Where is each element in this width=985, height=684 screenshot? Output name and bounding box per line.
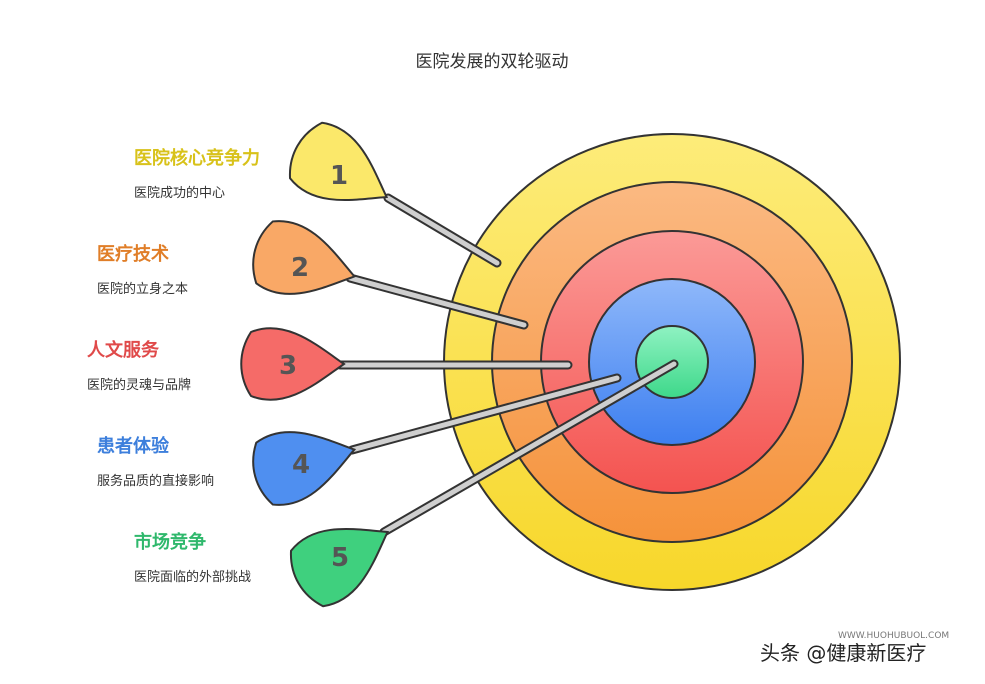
- item-4-desc: 服务品质的直接影响: [97, 473, 214, 489]
- item-5-desc: 医院面临的外部挑战: [134, 569, 251, 585]
- pin-1-number: 1: [330, 161, 348, 191]
- item-1-title: 医院核心竞争力: [134, 147, 260, 169]
- pin-4: [252, 431, 357, 506]
- watermark-text: 头条 @健康新医疗: [760, 641, 926, 665]
- pin-3-number: 3: [279, 351, 297, 381]
- pin-5-number: 5: [331, 543, 349, 573]
- pin-5: [290, 528, 390, 608]
- item-2-title: 医疗技术: [97, 243, 169, 265]
- diagram-title: 医院发展的双轮驱动: [416, 52, 569, 72]
- item-4-title: 患者体验: [97, 435, 170, 457]
- watermark-url: WWW.HUOHUBUOL.COM: [838, 631, 949, 641]
- item-5-title: 市场竞争: [134, 531, 206, 553]
- pin-1: [289, 121, 389, 201]
- pin-2: [252, 220, 357, 295]
- item-2-desc: 医院的立身之本: [97, 281, 188, 297]
- pin-4-number: 4: [292, 450, 310, 480]
- item-3-desc: 医院的灵魂与品牌: [87, 377, 191, 393]
- pin-2-number: 2: [291, 253, 309, 283]
- item-1-desc: 医院成功的中心: [134, 185, 225, 201]
- pin-3: [240, 327, 346, 401]
- item-3-title: 人文服务: [87, 339, 160, 361]
- arrow-shafts: [335, 193, 679, 537]
